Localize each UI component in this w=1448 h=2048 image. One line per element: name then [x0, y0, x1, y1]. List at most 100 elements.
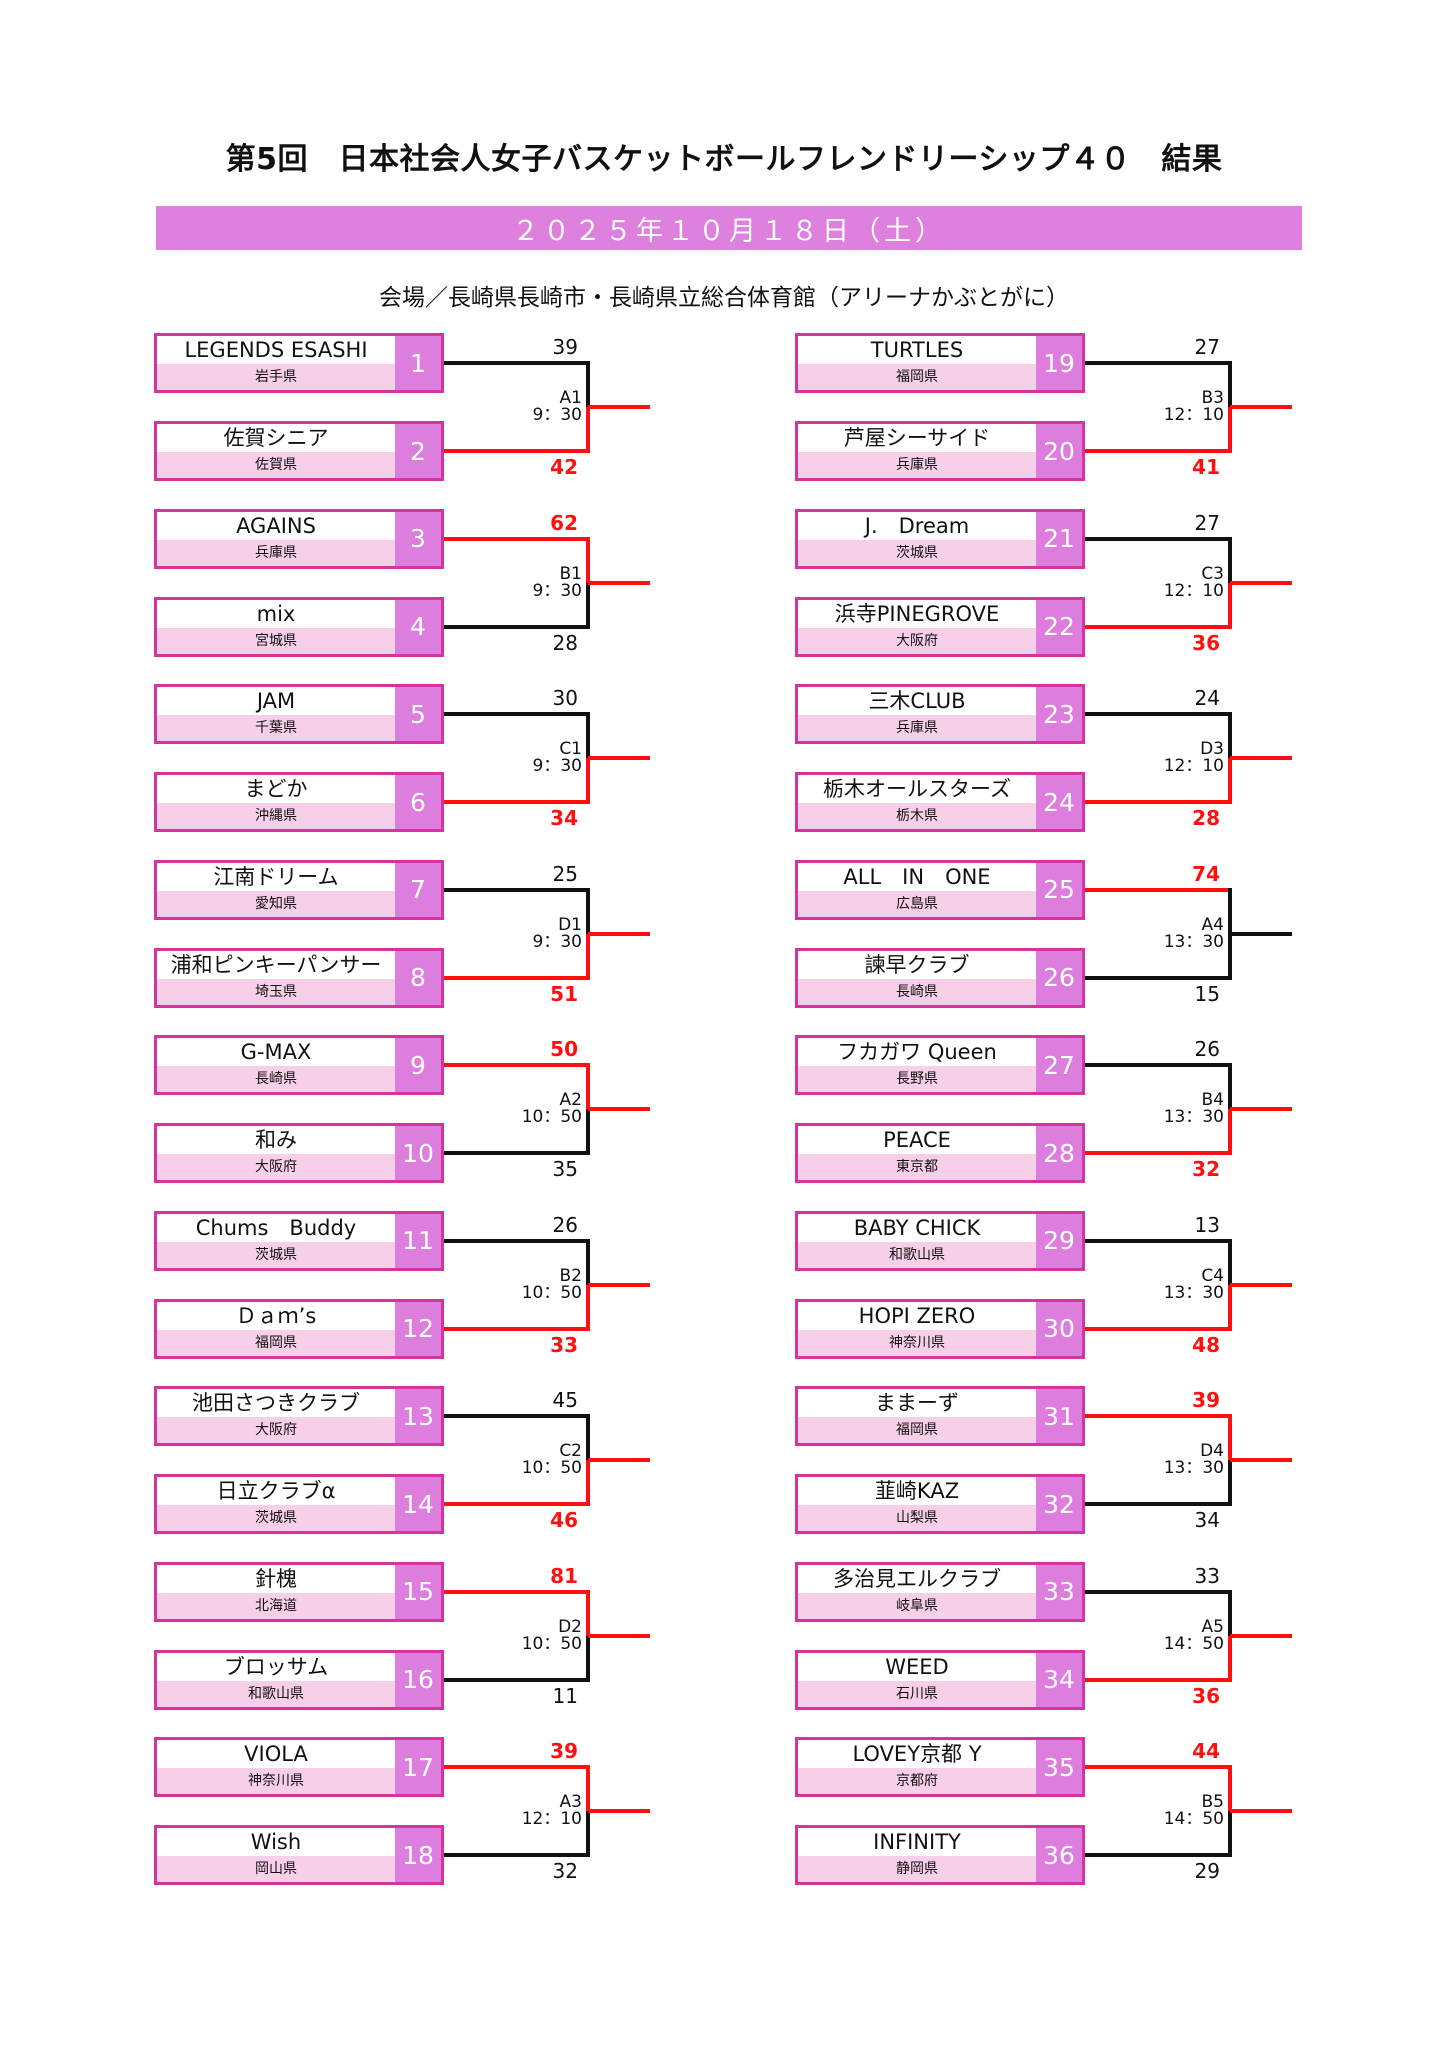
bracket-line-vertical [586, 1589, 590, 1636]
match-id: C4 [1201, 1265, 1224, 1286]
bracket-line-team [1085, 1326, 1232, 1331]
seed-number: 18 [395, 1828, 441, 1882]
bracket-line-team [444, 1063, 590, 1067]
seed-number: 11 [395, 1213, 441, 1268]
bracket-line-team [1085, 1238, 1232, 1243]
team-score: 29 [1194, 1859, 1220, 1883]
bracket-line-vertical [586, 1460, 590, 1506]
match-time: 14：50 [1163, 1633, 1224, 1654]
bracket-line-advance [1230, 1633, 1292, 1638]
bracket-line-advance [588, 405, 650, 409]
team-prefecture: 岡山県 [157, 1856, 395, 1882]
match-id: A4 [1201, 914, 1224, 935]
bracket-line-vertical [586, 1765, 590, 1811]
match-time: 12：10 [1163, 580, 1224, 601]
bracket-line-vertical [1228, 1460, 1232, 1506]
team-prefecture: 和歌山県 [157, 1680, 395, 1707]
seed-number: 21 [1036, 511, 1082, 566]
bracket-line-vertical [1228, 887, 1232, 934]
team-name: 日立クラブα [216, 1479, 336, 1503]
bracket-line-team [444, 1853, 590, 1857]
team-name: TURTLES [870, 338, 964, 362]
seed-number: 5 [395, 687, 441, 741]
bracket-line-advance [588, 1282, 650, 1287]
team-prefecture: 岩手県 [157, 364, 395, 390]
date-banner: ２０２５年１０月１８日（土） [156, 206, 1302, 250]
match-id: C3 [1201, 563, 1224, 584]
team-name: G-MAX [240, 1040, 312, 1064]
team-prefecture: 佐賀県 [157, 452, 395, 478]
bracket-line-advance [1230, 405, 1292, 409]
team-info: 諫早クラブ長崎県 [798, 951, 1036, 1005]
team-prefecture: 神奈川県 [157, 1768, 395, 1794]
bracket-line-advance [1230, 756, 1292, 760]
bracket-line-vertical [586, 758, 590, 804]
seed-number: 10 [395, 1126, 441, 1180]
team-score: 32 [552, 1859, 578, 1883]
team-score: 33 [1194, 1563, 1220, 1588]
seed-number: 9 [395, 1038, 441, 1092]
match-time: 14：50 [1163, 1809, 1224, 1829]
bracket-line-team [444, 624, 590, 629]
team-prefecture: 千葉県 [157, 715, 395, 741]
match-id: D4 [1200, 1441, 1224, 1461]
bracket-line-team [444, 1151, 590, 1155]
bracket-line-vertical [1228, 407, 1232, 453]
bracket-line-team [1085, 1414, 1232, 1418]
bracket-line-vertical [586, 1109, 590, 1155]
team-info: 池田さつきクラブ大阪府 [157, 1389, 395, 1443]
bracket-line-vertical [1228, 1635, 1232, 1682]
team-prefecture: 大阪府 [798, 627, 1036, 654]
match-time: 10：50 [521, 1282, 582, 1303]
team-score: 26 [552, 1212, 578, 1237]
match-time: 9：30 [532, 405, 582, 425]
